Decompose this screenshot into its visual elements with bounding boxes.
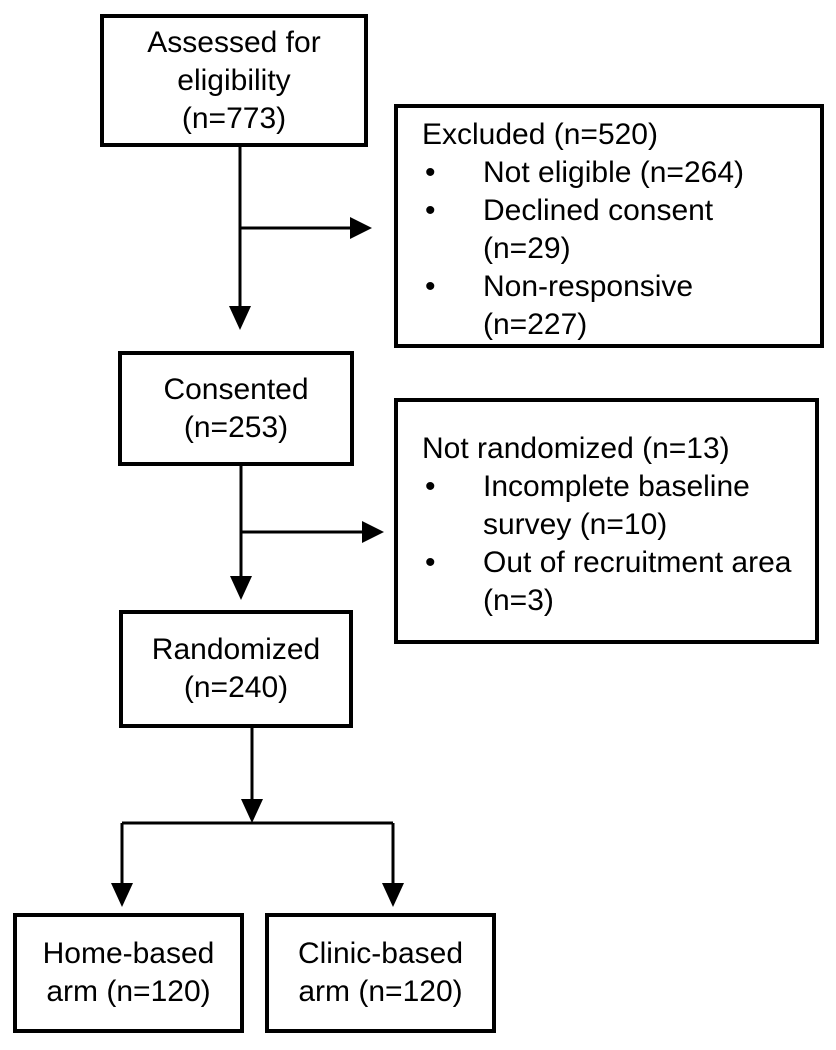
consented-line: (n=253) bbox=[183, 410, 289, 444]
not-randomized-box: Not randomized (n=13) • Incomplete basel… bbox=[394, 398, 819, 644]
excluded-item-line: (n=29) bbox=[483, 232, 571, 265]
excluded-item-line: Non-responsive bbox=[483, 270, 694, 303]
excluded-item: • Non-responsive (n=227) bbox=[422, 268, 810, 344]
arrow-to-home-arm bbox=[111, 823, 133, 907]
excluded-box: Excluded (n=520) • Not eligible (n=264) … bbox=[394, 104, 824, 348]
bullet-icon: • bbox=[425, 270, 436, 303]
arrow-to-clinic-arm bbox=[382, 823, 404, 907]
assessed-line: (n=773) bbox=[181, 101, 287, 135]
not-randomized-item: • Incomplete baseline survey (n=10) bbox=[422, 468, 805, 544]
arrow-to-not-randomized bbox=[241, 521, 384, 543]
not-randomized-item-line: survey (n=10) bbox=[483, 508, 668, 541]
not-randomized-item: • Out of recruitment area (n=3) bbox=[422, 544, 805, 620]
excluded-title: Excluded (n=520) bbox=[422, 118, 658, 151]
not-randomized-title: Not randomized (n=13) bbox=[422, 432, 730, 465]
excluded-item: • Not eligible (n=264) bbox=[422, 154, 810, 192]
randomized-box: Randomized (n=240) bbox=[119, 610, 353, 728]
arrow-to-excluded bbox=[240, 217, 372, 239]
excluded-item-line: Not eligible (n=264) bbox=[483, 156, 744, 189]
clinic-arm-box: Clinic-based arm (n=120) bbox=[265, 913, 496, 1033]
not-randomized-item-line: Incomplete baseline bbox=[483, 470, 750, 503]
home-arm-line: arm (n=120) bbox=[46, 975, 211, 1008]
excluded-item-line: Declined consent bbox=[483, 194, 714, 227]
excluded-item-line: (n=227) bbox=[483, 308, 588, 341]
excluded-item: • Declined consent (n=29) bbox=[422, 192, 810, 268]
randomized-line: (n=240) bbox=[183, 671, 289, 704]
clinic-arm-line: Clinic-based bbox=[297, 937, 464, 970]
bullet-icon: • bbox=[425, 156, 436, 189]
randomized-line: Randomized bbox=[151, 633, 321, 666]
not-randomized-item-line: (n=3) bbox=[483, 584, 554, 617]
home-arm-box: Home-based arm (n=120) bbox=[13, 913, 244, 1033]
arrow-consented-to-randomized bbox=[230, 466, 252, 600]
bullet-icon: • bbox=[425, 546, 436, 579]
not-randomized-item-line: Out of recruitment area bbox=[483, 546, 792, 579]
home-arm-line: Home-based bbox=[42, 937, 215, 970]
clinic-arm-line: arm (n=120) bbox=[298, 975, 463, 1008]
bullet-icon: • bbox=[425, 194, 436, 227]
assessed-line: eligibility bbox=[177, 63, 291, 97]
consented-box: Consented (n=253) bbox=[118, 351, 354, 466]
consented-line: Consented bbox=[163, 372, 309, 406]
assessed-box: Assessed for eligibility (n=773) bbox=[100, 14, 368, 147]
bullet-icon: • bbox=[425, 470, 436, 503]
arrow-randomized-down bbox=[241, 728, 263, 823]
arrow-assessed-to-consented bbox=[229, 147, 251, 330]
assessed-line: Assessed for bbox=[147, 25, 321, 59]
